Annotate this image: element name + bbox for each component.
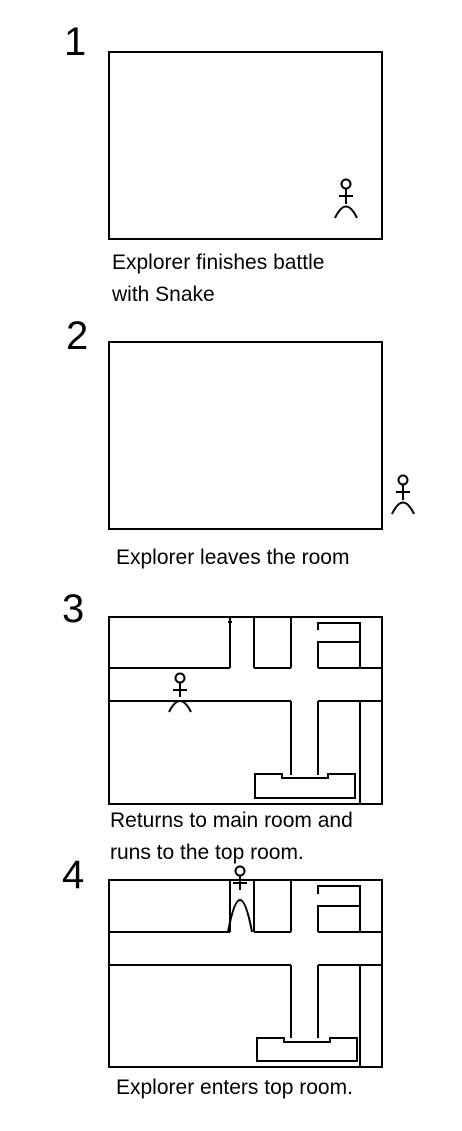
panel-number-4: 4 <box>62 853 85 897</box>
panel-4-explorer-figure <box>227 865 253 933</box>
panel-2-caption-line-1: Explorer leaves the room <box>116 546 350 569</box>
panel-4-map <box>108 879 383 1068</box>
panel-2-room <box>108 341 383 530</box>
panel-1-caption-line-1: Explorer finishes battle <box>112 251 325 274</box>
panel-1-caption-line-2: with Snake <box>112 283 215 306</box>
panel-1-explorer-figure <box>334 178 358 219</box>
panel-number-1: 1 <box>64 20 87 64</box>
panel-number-3: 3 <box>62 587 85 631</box>
panel-3-caption-line-2: runs to the top room. <box>110 841 304 864</box>
panel-2-explorer-figure <box>391 474 415 515</box>
panel-1-room <box>108 51 383 240</box>
panel-4-caption-line-1: Explorer enters top room. <box>116 1076 353 1099</box>
panel-3-caption-line-1: Returns to main room and <box>110 809 353 832</box>
panel-3-map <box>108 616 383 805</box>
panel-number-2: 2 <box>66 314 89 358</box>
panel-3-explorer-figure <box>168 672 192 713</box>
